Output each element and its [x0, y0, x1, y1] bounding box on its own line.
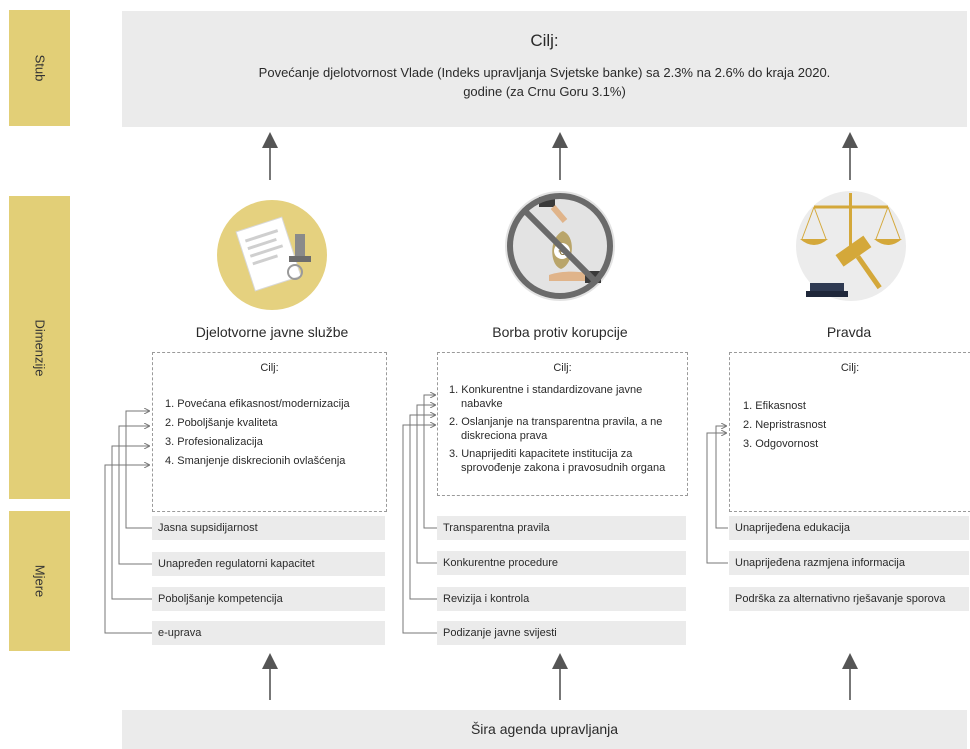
goal-item: 2. Oslanjanje na transparentna pravila, … — [449, 416, 663, 442]
goal-item: 1. Povećana efikasnost/modernizacija — [165, 398, 350, 410]
top-goal-title: Cilj: — [530, 31, 559, 50]
sidebar-mjere: Mjere — [9, 511, 70, 651]
goal-item: 2. Nepristrasnost — [743, 419, 827, 431]
goal-item: 3. Unaprijediti kapacitete institucija z… — [449, 448, 666, 474]
goal-header-col2: Cilj: — [553, 362, 572, 374]
measure-item: Jasna supsidijarnost — [152, 516, 385, 540]
measure-item: Unaprijeđena edukacija — [729, 516, 969, 540]
goal-item: 2. Poboljšanje kvaliteta — [165, 417, 278, 429]
measure-item: Konkurentne procedure — [437, 551, 686, 575]
goal-item: 4. Smanjenje diskrecionih ovlašćenja — [165, 455, 346, 467]
goal-item: 1. Efikasnost — [743, 400, 806, 412]
measure-item: Transparentna pravila — [437, 516, 686, 540]
connectors-col2 — [402, 395, 437, 634]
goal-box-col2: Cilj: 1. Konkurentne i standardizovane j… — [437, 352, 688, 496]
sidebar-stub: Stub — [9, 10, 70, 126]
dimension-title-col1: Djelotvorne javne službe — [195, 324, 349, 340]
goal-header-col1: Cilj: — [260, 362, 279, 374]
goal-item: 3. Odgovornost — [743, 438, 819, 450]
dimension-title-col3: Pravda — [826, 324, 872, 340]
measure-item: e-uprava — [152, 621, 385, 645]
dimension-title-col2: Borba protiv korupcije — [492, 324, 628, 340]
measure-item: Unapređen regulatorni kapacitet — [152, 552, 385, 576]
goal-item: 3. Profesionalizacija — [165, 436, 263, 448]
justice-scales-icon — [796, 191, 906, 301]
goal-box-col1: Cilj: 1. Povećana efikasnost/modernizaci… — [152, 352, 387, 512]
measure-item: Podizanje javne svijesti — [437, 621, 686, 645]
measure-item: Poboljšanje kompetencija — [152, 587, 385, 611]
measure-item: Podrška za alternativno rješavanje sporo… — [729, 587, 969, 611]
document-stamp-icon — [217, 200, 327, 310]
goal-box-col3: Cilj: 1. Efikasnost 2. Nepristrasnost 3.… — [729, 352, 970, 512]
measure-item: Unaprijeđena razmjena informacija — [729, 551, 969, 575]
top-goal-box: Cilj: Povećanje djelotvornost Vlade (Ind… — [122, 11, 967, 127]
goal-item: 1. Konkurentne i standardizovane javne n… — [449, 384, 643, 410]
connectors-col3 — [706, 426, 728, 564]
top-goal-description: Povećanje djelotvornost Vlade (Indeks up… — [258, 65, 831, 99]
sidebar-dimenzije: Dimenzije — [9, 196, 70, 499]
measure-item: Revizija i kontrola — [437, 587, 686, 611]
bottom-agenda-box: Šira agenda upravljanja — [122, 710, 967, 749]
no-bribery-icon: € — [505, 191, 615, 301]
goal-header-col3: Cilj: — [840, 362, 860, 374]
bottom-agenda-label: Šira agenda upravljanja — [470, 721, 619, 737]
connectors-col1 — [104, 411, 152, 634]
